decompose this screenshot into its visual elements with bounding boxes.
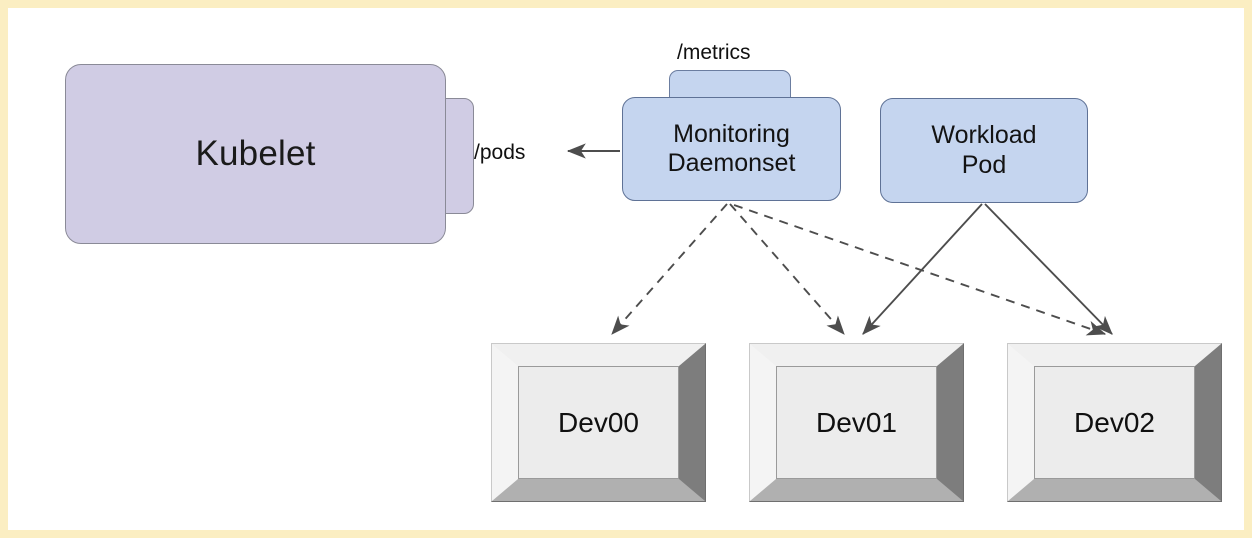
kubelet-label: Kubelet (195, 134, 316, 173)
edge-daemonset-to-dev01 (729, 203, 845, 335)
edge-workload-to-dev01 (862, 203, 983, 335)
node-device-dev01[interactable]: Dev01 (749, 343, 964, 502)
monitoring-daemonset-label-line1: Monitoring (673, 119, 790, 148)
metrics-endpoint-label: /metrics (677, 41, 751, 64)
edge-daemonset-to-dev02 (733, 204, 1107, 336)
device-screen: Dev02 (1034, 366, 1195, 479)
edge-daemonset-to-dev00 (611, 203, 728, 335)
node-kubelet[interactable]: Kubelet (65, 64, 446, 244)
edge-workload-to-dev02 (984, 203, 1113, 335)
device-label: Dev01 (816, 406, 897, 438)
monitoring-daemonset-label-line2: Daemonset (667, 149, 796, 177)
device-screen: Dev01 (776, 366, 937, 479)
device-label: Dev02 (1074, 406, 1155, 438)
node-device-dev00[interactable]: Dev00 (491, 343, 706, 502)
node-monitoring-daemonset[interactable]: Monitoring Daemonset (622, 97, 841, 201)
workload-pod-label-line2: Pod (961, 150, 1007, 179)
pods-endpoint-label: /pods (474, 141, 526, 164)
device-label: Dev00 (558, 406, 639, 438)
node-workload-pod[interactable]: Workload Pod (880, 98, 1088, 203)
workload-pod-label-line1: Workload (931, 121, 1037, 149)
device-screen: Dev00 (518, 366, 679, 479)
node-device-dev02[interactable]: Dev02 (1007, 343, 1222, 502)
